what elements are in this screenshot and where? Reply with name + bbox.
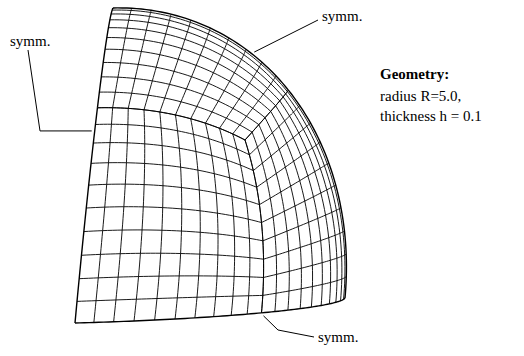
mesh-line — [155, 112, 163, 320]
mesh-line — [95, 124, 249, 155]
mesh-line — [134, 110, 145, 321]
leader-line — [263, 316, 314, 337]
mesh-line — [253, 123, 310, 171]
mesh-line — [245, 140, 264, 313]
symmetry-label: symm. — [318, 329, 358, 346]
mesh-line — [233, 134, 250, 314]
mesh-line — [97, 8, 113, 108]
symmetry-label: symm. — [10, 33, 50, 50]
mesh-line — [103, 62, 265, 117]
mesh-line — [219, 128, 234, 315]
mesh-line — [107, 38, 276, 106]
mesh-line — [261, 298, 345, 313]
symmetry-label: symm. — [322, 8, 362, 25]
mesh-line — [84, 230, 263, 241]
leader-line — [254, 20, 318, 52]
mesh-line — [75, 313, 261, 323]
mesh-line — [97, 108, 245, 140]
mesh-line — [249, 106, 299, 155]
mesh-line — [114, 108, 129, 321]
mesh-line — [101, 77, 259, 125]
mesh-line — [191, 119, 201, 318]
mesh-line — [79, 276, 263, 279]
mesh-line — [91, 163, 257, 188]
mesh-line — [263, 276, 347, 295]
mesh-line — [113, 8, 288, 90]
mesh-line — [94, 108, 113, 323]
geometry-value: thickness h = 0.1 — [380, 108, 482, 125]
leader-lines — [28, 20, 318, 337]
mesh-line — [89, 184, 260, 204]
mesh-line — [77, 295, 263, 301]
mesh-line — [245, 90, 288, 140]
leader-line — [28, 50, 92, 131]
mesh-line — [175, 115, 182, 319]
mesh-line — [86, 207, 261, 223]
mesh-line — [233, 76, 276, 134]
mesh-line — [110, 20, 283, 97]
mesh-line — [283, 97, 337, 302]
mesh-line — [252, 132, 276, 311]
mesh-line — [263, 208, 341, 241]
mesh-line — [93, 143, 253, 171]
mesh-line — [81, 253, 263, 259]
mesh-line — [205, 123, 218, 316]
mesh-line — [245, 140, 264, 313]
mesh-line — [99, 92, 252, 132]
mesh-line — [288, 90, 346, 298]
geometry-heading: Geometry: — [380, 66, 449, 83]
mesh-line — [257, 142, 321, 187]
geometry-value: radius R=5.0, — [380, 88, 461, 105]
mesh-line — [75, 108, 97, 323]
mesh-line — [105, 49, 271, 111]
mesh-grid — [75, 8, 346, 323]
mesh-line — [276, 106, 323, 306]
